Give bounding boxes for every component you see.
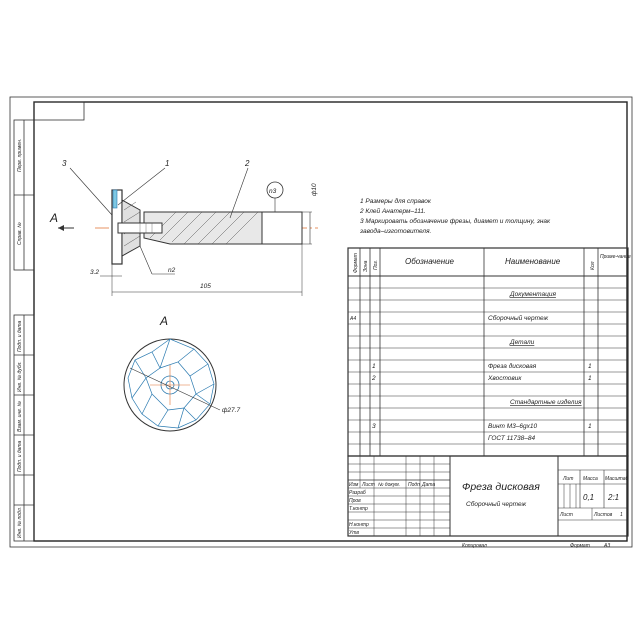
spec-row-name: Фреза дисковая [488, 362, 537, 370]
binding-labels: Перв. примен. Справ. № Подп. и дата Инв.… [17, 139, 23, 538]
shank-section [143, 211, 263, 245]
shank-end [261, 211, 303, 245]
callout-2: 2 [244, 159, 250, 168]
outer-frame [9, 96, 633, 548]
spec-row-qty: 1 [588, 375, 592, 382]
note-1: 1 Размеры для справок [360, 197, 432, 205]
role-1: Пров [349, 498, 361, 504]
view-arrow-label: A [49, 211, 58, 225]
spec-section-heading: Документация [509, 291, 556, 298]
top-stamp [33, 101, 85, 121]
callout-1: 1 [165, 159, 169, 168]
offset-dim: 3.2 [90, 269, 99, 276]
cutter-teeth [127, 338, 215, 429]
rev-header-4: Дата [421, 482, 435, 488]
title-sheets-value: 1 [620, 512, 623, 518]
side-label-6: Инв. № подл. [17, 507, 23, 538]
spec-row-name: Хвостовик [487, 375, 522, 382]
spec-header-zone: Зона [363, 260, 369, 272]
callout-3: 3 [62, 159, 67, 168]
spec-row-pos: 1 [372, 363, 376, 370]
spec-header-designation: Обозначение [405, 257, 455, 266]
side-label-5: Подп. и дата [17, 440, 23, 472]
roughness-symbol: n3 [269, 188, 277, 195]
spec-row-pos: 3 [372, 423, 376, 430]
assembly-view: 3 1 2 n2 A n3 ф10 105 3.2 [49, 159, 318, 296]
note-3: 3 Маркировать обозначение фрезы, диамет … [360, 217, 551, 225]
weld-label: n2 [168, 267, 176, 274]
notes: 1 Размеры для справок 2 Клей Анатерм–111… [359, 197, 551, 235]
format-value: А3 [603, 543, 610, 549]
role-2: Т.контр [349, 506, 368, 512]
spec-row-pos: 2 [371, 375, 376, 382]
spec-row-name: Сборочный чертеж [488, 314, 549, 322]
disc-edge-highlight [112, 189, 118, 209]
title-lit: Лит [562, 476, 573, 482]
title-scale-value: 2:1 [607, 493, 619, 502]
role-0: Разраб [349, 490, 366, 496]
copied-label: Копировал [462, 543, 487, 549]
spec-row-qty: 1 [588, 423, 592, 430]
title-sheet: Лист [559, 512, 573, 518]
title-block-text: Изм Лист № докум. Подп Дата Разраб Пров … [349, 476, 629, 549]
view-a: A ф27.7 [123, 314, 240, 432]
rev-header-3: Подп [408, 482, 420, 488]
title-name: Фреза дисковая [462, 481, 540, 493]
diameter-shaft-dim: ф10 [311, 183, 318, 196]
side-label-2: Подп. и дата [17, 320, 23, 352]
spec-row-format: A4 [349, 316, 356, 322]
spec-section-heading: Стандартные изделия [510, 398, 582, 406]
note-2: 2 Клей Анатерм–111. [359, 207, 426, 215]
rev-header-1: Лист [361, 482, 375, 488]
title-mass-value: 0,1 [583, 493, 594, 502]
side-label-1: Справ. № [17, 222, 23, 245]
note-4: завода–изготовителя. [359, 227, 432, 235]
spec-header-pos: Поз. [373, 260, 379, 270]
side-label-3: Инв. № дубл. [17, 361, 23, 392]
spec-headers: Формат Зона Поз. Обозначение Наименовани… [353, 253, 631, 273]
diameter-cutter-dim: ф27.7 [222, 407, 240, 414]
shank-hatching [149, 211, 259, 245]
title-sheets: Листов [593, 512, 613, 518]
role-4: Н.контр [349, 522, 369, 528]
spec-row-qty: 1 [588, 363, 592, 370]
length-dim: 105 [200, 283, 211, 290]
format-label: Формат [570, 543, 590, 549]
binding-strip [13, 119, 35, 542]
title-block [347, 455, 629, 537]
spec-header-format: Формат [353, 253, 359, 273]
spec-table [347, 247, 629, 457]
spec-header-note: Приме-чание [600, 254, 631, 260]
title-scale: Масштаб [605, 476, 629, 482]
spec-section-heading: Детали [509, 339, 535, 346]
spec-row-name: Винт М3–6gх10 [488, 423, 537, 430]
title-mass: Масса [583, 476, 598, 482]
rev-header-2: № докум. [378, 482, 400, 488]
side-label-4: Взам. инв. № [17, 400, 23, 432]
spec-header-qty: Кол [590, 261, 596, 270]
rev-header-0: Изм [349, 482, 359, 488]
spec-header-name: Наименование [505, 257, 561, 266]
view-label: A [159, 314, 168, 328]
side-label-0: Перв. примен. [17, 139, 23, 172]
spec-row-name: ГОСТ 11738–84 [488, 435, 535, 442]
title-doc-type: Сборочный чертеж [466, 500, 527, 508]
role-5: Утв [349, 530, 359, 536]
